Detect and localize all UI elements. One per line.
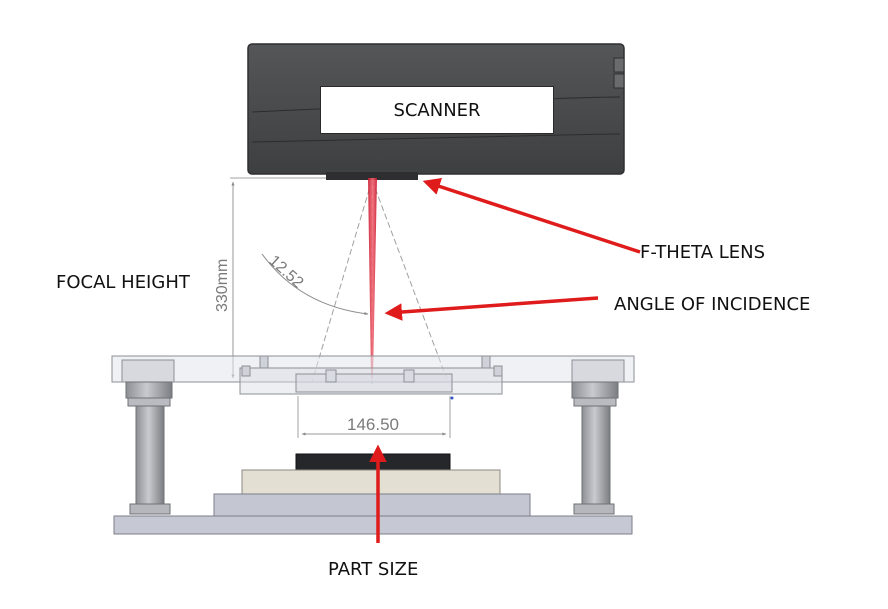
laser-beam xyxy=(368,178,377,378)
platform-base xyxy=(213,493,531,517)
width-dimension xyxy=(297,396,451,438)
height-dimension-label: 330mm xyxy=(214,259,231,312)
part-size-label: PART SIZE xyxy=(328,559,419,580)
width-dimension-label: 146.50 xyxy=(347,415,399,434)
connector-top xyxy=(613,57,625,73)
angle-of-incidence-arrow xyxy=(384,296,599,321)
base-assembly xyxy=(113,453,633,535)
base-plate xyxy=(113,515,633,535)
f-theta-lens-arrow xyxy=(422,178,641,254)
scanner-label: SCANNER xyxy=(320,86,554,134)
angle-arc xyxy=(261,253,369,316)
build-platform xyxy=(241,469,501,497)
focal-height-label: FOCAL HEIGHT xyxy=(56,272,190,293)
top-plate xyxy=(111,355,635,400)
right-support-column xyxy=(571,359,625,515)
angle-dimension-label: 12.52 xyxy=(265,252,306,291)
part-block xyxy=(295,453,451,473)
connector-bottom xyxy=(613,73,625,89)
f-theta-lens xyxy=(326,172,418,180)
f-theta-lens-label: F-THETA LENS xyxy=(640,242,766,263)
height-dimension xyxy=(230,177,326,383)
left-support-column xyxy=(121,359,175,515)
angle-of-incidence-label: ANGLE OF INCIDENCE xyxy=(614,294,811,315)
scan-cone xyxy=(311,179,449,386)
